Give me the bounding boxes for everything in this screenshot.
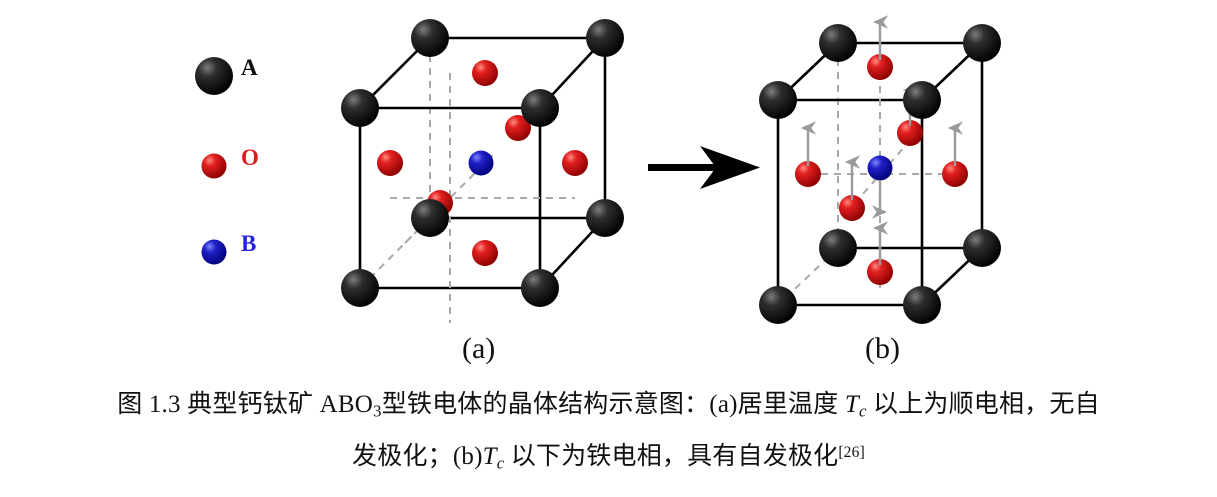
legend-label-b: B [241, 231, 257, 256]
panel-b-b-atom [867, 155, 893, 181]
legend-sphere-a-icon [195, 57, 233, 95]
panel-b-cell [759, 15, 1001, 324]
legend-item-a: A [183, 56, 258, 79]
caption-l1-p1: 图 1.3 典型钙钛矿 ABO [117, 391, 373, 418]
legend-item-b: B [191, 232, 256, 255]
legend-sphere-o-icon [201, 153, 227, 179]
caption-reference-marker: [26] [838, 443, 865, 461]
crystal-structure-diagram [195, 15, 1001, 324]
caption-l2-italic-T: T [482, 442, 497, 470]
panel-b-a-atoms [759, 24, 1001, 324]
caption-l1-p3: 以上为顺电相，无自 [866, 391, 1100, 418]
legend-label-o: O [241, 145, 259, 170]
figure-caption: 图 1.3 典型钙钛矿 ABO3型铁电体的晶体结构示意图：(a)居里温度 Tc … [0, 384, 1217, 483]
legend-item-o: O [191, 146, 259, 169]
panel-a-b-atom [468, 150, 494, 176]
panel-a-sublabel: (a) [462, 332, 496, 365]
caption-line-1: 图 1.3 典型钙钛矿 ABO3型铁电体的晶体结构示意图：(a)居里温度 Tc … [0, 384, 1217, 432]
caption-l1-subscript: 3 [372, 401, 382, 421]
caption-l1-italic-sub: c [859, 401, 867, 421]
caption-l1-italic-T: T [844, 391, 859, 418]
caption-l1-p2: 型铁电体的晶体结构示意图：(a)居里温度 [381, 391, 845, 418]
caption-l2-italic-sub: c [496, 453, 505, 473]
panel-b-oxygen-atoms [795, 54, 968, 285]
panel-a-cell [341, 19, 624, 323]
legend-label-a: A [241, 55, 258, 80]
legend: A O B [175, 50, 305, 280]
caption-l2-p1: 发极化；(b) [352, 442, 483, 470]
caption-line-2: 发极化；(b)Tc 以下为铁电相，具有自发极化[26] [0, 432, 1217, 484]
transition-arrow-icon [648, 146, 760, 189]
legend-spheres [195, 57, 233, 265]
legend-sphere-b-icon [201, 239, 227, 265]
panel-a-a-atoms [341, 19, 624, 307]
caption-l2-p2: 以下为铁电相，具有自发极化 [504, 442, 839, 470]
panel-b-sublabel: (b) [865, 332, 900, 365]
